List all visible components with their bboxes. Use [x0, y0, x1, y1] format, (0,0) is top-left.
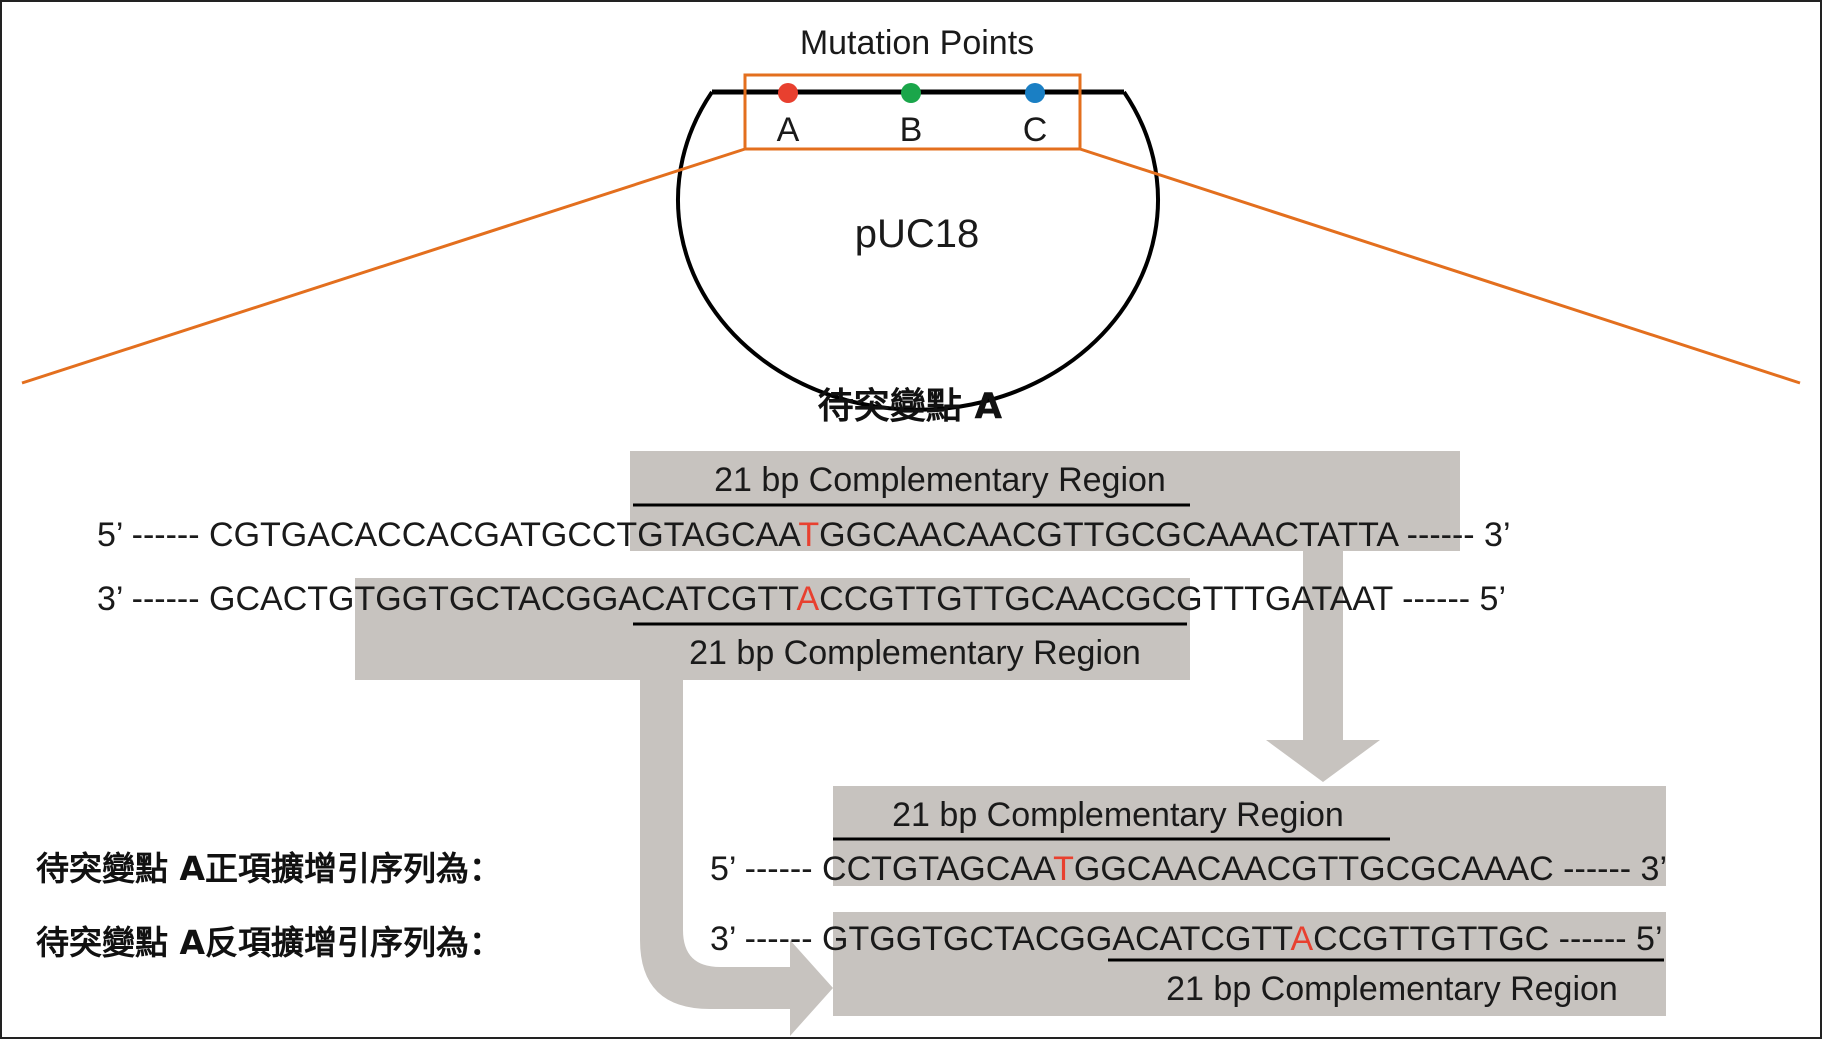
forward-arrow [1266, 551, 1380, 782]
reverse-primer-sequence: 3’ ------ GTGGTGCTACGGACATCGTTACCGTTGTTG… [710, 920, 1663, 958]
mutation-points-title: Mutation Points [800, 24, 1034, 62]
reverse-primer-post: CCGTTGTTGC [1313, 920, 1549, 958]
plasmid-name: pUC18 [855, 212, 980, 256]
reverse-primer-end: ------ 5’ [1549, 920, 1662, 958]
bottom-strand-end: ------ 5’ [1393, 580, 1506, 618]
reverse-primer-mutation: A [1290, 920, 1313, 958]
top-strand-mutation: T [798, 516, 819, 554]
reverse-primer-caption: 待突變點 A反項擴增引序列為： [36, 923, 502, 962]
bottom-strand-start: 3’ ------ [97, 580, 209, 618]
bottom-strand-sequence: 3’ ------ GCACTGTGGTGCTACGGACATCGTTACCGT… [97, 580, 1506, 618]
forward-primer-caption: 待突變點 A正項擴增引序列為： [36, 849, 502, 888]
reverse-arrow [640, 680, 833, 1036]
forward-primer-sequence: 5’ ------ CCTGTAGCAATGGCAACAACGTTGCGCAAA… [710, 850, 1667, 888]
top-strand-end: ------ 3’ [1397, 516, 1510, 554]
forward-primer-pre: CCTGTAGCAA [822, 850, 1056, 888]
top-strand-start: 5’ ------ [97, 516, 209, 554]
site-title: 待突變點 A [818, 386, 1003, 427]
bottom-region-label: 21 bp Complementary Region [689, 634, 1141, 672]
top-region-label: 21 bp Complementary Region [714, 461, 1166, 499]
reverse-primer-highlight [833, 912, 1666, 1016]
mutation-point-b-dot [901, 83, 921, 103]
reverse-region-label: 21 bp Complementary Region [1166, 970, 1618, 1008]
mutation-point-b-label: B [900, 111, 923, 149]
top-strand-sequence: 5’ ------ CGTGACACCACGATGCCTGTAGCAATGGCA… [97, 516, 1511, 554]
mutation-point-c-dot [1025, 83, 1045, 103]
bottom-strand-pre: GCACT [209, 580, 328, 618]
bottom-strand-primer-post: CCGTTGTTGC [819, 580, 1055, 618]
mutation-point-c-label: C [1023, 111, 1048, 149]
mutation-point-a-dot [778, 83, 798, 103]
forward-primer-start: 5’ ------ [710, 850, 822, 888]
forward-primer-mutation: T [1053, 850, 1074, 888]
forward-primer-end: ------ 3’ [1554, 850, 1667, 888]
bottom-strand-post: AACGCGTTTGATAAT [1055, 580, 1393, 618]
bottom-primer-highlight [355, 578, 1190, 680]
top-strand-primer-pre: CCTGTAGCAA [567, 516, 801, 554]
top-primer-highlight [630, 451, 1460, 551]
zoom-box [743, 73, 1082, 151]
top-strand-post: TATTA [1299, 516, 1399, 554]
plasmid-circle [676, 90, 1160, 412]
forward-region-label: 21 bp Complementary Region [892, 796, 1344, 834]
forward-primer-highlight [833, 786, 1666, 886]
top-strand-primer-post: GGCAACAACGTTGCGCAAAC [819, 516, 1299, 554]
bottom-strand-primer-pre: GTGGTGCTACGGACATCGTT [328, 580, 798, 618]
reverse-primer-start: 3’ ------ [710, 920, 822, 958]
mutation-point-a-label: A [777, 111, 800, 149]
top-strand-pre: CGTGACACCACGATG [209, 516, 567, 554]
forward-primer-post: GGCAACAACGTTGCGCAAAC [1074, 850, 1554, 888]
reverse-primer-pre: GTGGTGCTACGGACATCGTT [822, 920, 1292, 958]
zoom-line-right [1079, 147, 1801, 385]
zoom-line-left [21, 147, 746, 385]
bottom-strand-mutation: A [796, 580, 819, 618]
